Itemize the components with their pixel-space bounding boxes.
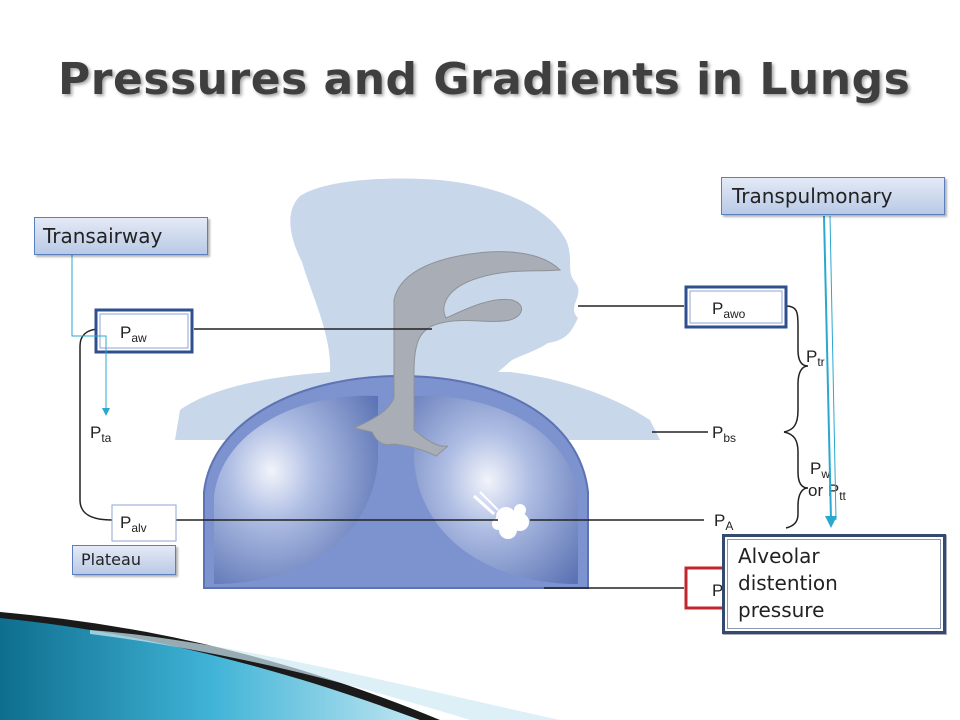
label-p-a: PA (714, 511, 733, 533)
p-alv-box (111, 504, 177, 542)
label-p-tr: Ptr (806, 347, 825, 369)
p-awo-box (684, 285, 788, 329)
alveolar-line-3: pressure (738, 598, 825, 622)
alveolar-distention-callout: Alveolar distention pressure (722, 534, 946, 634)
plateau-callout: Plateau (72, 545, 176, 575)
right-lung (414, 395, 578, 584)
decorative-sweep (0, 612, 560, 720)
p-aw-box (94, 308, 194, 354)
transpulmonary-callout: Transpulmonary (721, 177, 945, 215)
label-or-p-tt: or Ptt (808, 481, 847, 503)
label-p-hidden: P (712, 581, 723, 600)
alveolar-line-2: distention (738, 571, 838, 595)
pressure-lines (79, 305, 809, 589)
transairway-callout: Transairway (34, 217, 208, 255)
callout-connectors (71, 215, 837, 528)
alveolar-line-1: Alveolar (738, 544, 820, 568)
label-p-awo: Pawo (712, 299, 746, 321)
label-p-w: Pw (810, 459, 830, 481)
label-p-bs: Pbs (712, 423, 736, 445)
label-p-aw: Paw (120, 323, 147, 345)
label-p-alv: Palv (120, 513, 147, 535)
airway (352, 251, 562, 539)
slide-title: Pressures and Gradients in Lungs (58, 54, 911, 105)
left-lung (214, 395, 378, 584)
label-p-ta: Pta (90, 423, 112, 445)
thorax (203, 374, 589, 589)
